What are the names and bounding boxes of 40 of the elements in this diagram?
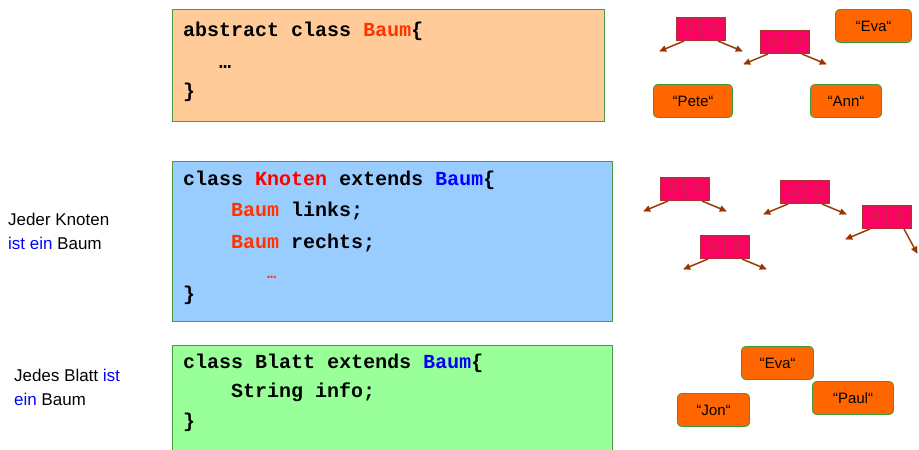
code-line: Baum links; <box>231 200 364 224</box>
arrow <box>743 53 768 65</box>
code-box <box>172 345 613 450</box>
arrow <box>822 203 847 215</box>
code-line: } <box>183 411 196 435</box>
code-line: class Knoten extends Baum{ <box>183 169 496 193</box>
arrow <box>643 200 668 212</box>
code-line: } <box>183 81 196 105</box>
arrow <box>718 40 743 52</box>
arrow <box>845 228 870 240</box>
code-line: class Blatt extends Baum{ <box>183 352 484 376</box>
code-line: … <box>219 52 232 76</box>
arrow <box>659 40 684 52</box>
note-text: Jedes Blatt ist ein Baum <box>14 365 121 411</box>
arrow <box>702 200 727 212</box>
name-tag: “Eva“ <box>835 9 912 43</box>
record-node <box>780 180 830 204</box>
name-tag: “Paul“ <box>812 381 894 415</box>
name-tag: “Pete“ <box>653 84 733 118</box>
code-line: Baum rechts; <box>231 232 376 256</box>
record-node <box>660 177 710 201</box>
name-tag: “Eva“ <box>741 346 814 380</box>
arrow <box>763 203 788 215</box>
name-tag: “Ann“ <box>810 84 882 118</box>
record-node <box>862 205 912 229</box>
note-text: Jeder Knoten ist ein Baum <box>8 209 110 255</box>
code-line: String info; <box>231 381 376 405</box>
code-line: } <box>183 284 196 308</box>
arrow <box>802 53 827 65</box>
record-node <box>760 30 810 54</box>
record-node <box>700 235 750 259</box>
record-node <box>676 17 726 41</box>
code-box <box>172 161 613 322</box>
code-line: abstract class Baum{ <box>183 20 424 44</box>
name-tag: “Jon“ <box>677 393 750 427</box>
arrow <box>742 258 767 270</box>
arrow <box>683 258 708 270</box>
arrow <box>903 228 918 254</box>
code-line: … <box>267 265 276 285</box>
code-box <box>172 9 605 122</box>
